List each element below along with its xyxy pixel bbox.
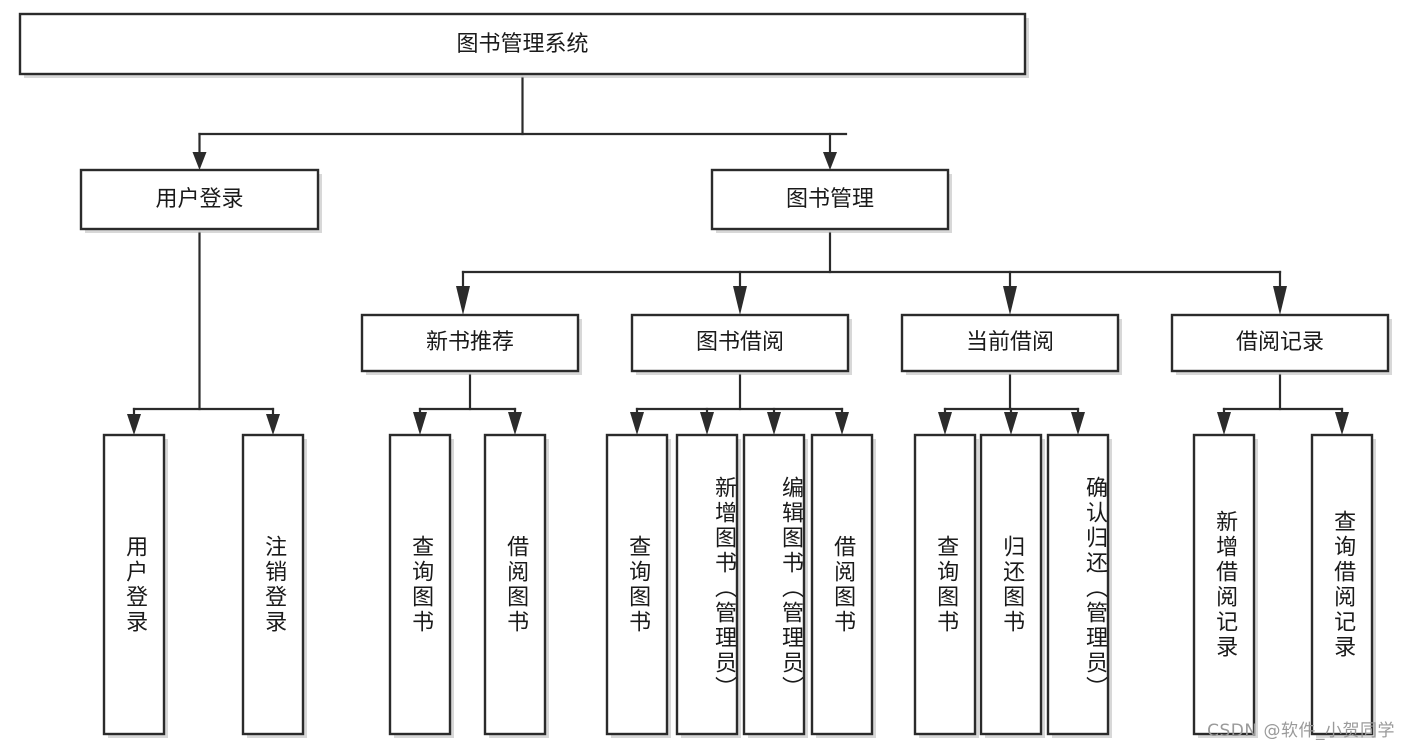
node-leaf-query-record-box	[1310, 433, 1374, 736]
node-leaf-confirm-return[interactable]: 确认归还（管理员）	[1046, 433, 1112, 738]
node-borrow-record-box	[1170, 313, 1390, 373]
node-user-login[interactable]: 用户登录	[79, 168, 322, 233]
arrow-current-borrow-icon	[1003, 286, 1017, 315]
node-leaf-add-book[interactable]: 新增图书（管理员）	[675, 433, 741, 738]
arrow-leaf-query-book-2-icon	[630, 412, 644, 435]
node-leaf-add-book-box	[675, 433, 739, 736]
node-borrow-record[interactable]: 借阅记录	[1170, 313, 1392, 375]
node-book-manage-label: 图书管理	[786, 187, 874, 212]
node-leaf-edit-book-label-wrap: 编辑图书（管理员）	[778, 476, 803, 701]
arrow-leaf-query-book-3-icon	[938, 412, 952, 435]
node-leaf-edit-book[interactable]: 编辑图书（管理员）	[742, 433, 808, 738]
node-leaf-borrow-book-2-label: 借阅图书	[830, 534, 856, 635]
node-book-manage-box	[710, 168, 950, 231]
node-leaf-add-record-label: 新增借阅记录	[1212, 509, 1238, 660]
arrow-leaf-user-login-icon	[127, 414, 141, 435]
arrow-leaf-confirm-return-icon	[1071, 412, 1085, 435]
node-leaf-query-book-3-label-wrap: 查询图书	[933, 534, 959, 635]
node-leaf-add-record-label-wrap: 新增借阅记录	[1212, 509, 1238, 660]
node-current-borrow-box	[900, 313, 1120, 373]
arrow-leaf-query-record-icon	[1335, 412, 1349, 435]
arrow-leaf-add-book-icon	[700, 412, 714, 435]
node-leaf-return-book-label: 归还图书	[999, 534, 1025, 635]
node-leaf-query-book-3-box	[913, 433, 977, 736]
node-leaf-user-logout-label: 注销登录	[261, 534, 287, 635]
node-leaf-return-book-label-wrap: 归还图书	[999, 534, 1025, 635]
node-root-label: 图书管理系统	[456, 32, 588, 57]
node-leaf-borrow-book-2-box	[810, 433, 874, 736]
node-leaf-user-login-label: 用户登录	[122, 534, 148, 635]
node-leaf-query-book-1-label: 查询图书	[408, 534, 434, 635]
node-leaf-query-book-1[interactable]: 查询图书	[388, 433, 454, 738]
node-borrow-record-label: 借阅记录	[1236, 330, 1324, 355]
node-leaf-edit-book-box	[742, 433, 806, 736]
arrow-leaf-edit-book-icon	[767, 412, 781, 435]
node-book-borrow-box	[630, 313, 850, 373]
node-user-login-box	[79, 168, 320, 231]
arrow-leaf-borrow-book-2-icon	[835, 412, 849, 435]
node-leaf-add-book-label: 新增图书（管理员）	[711, 476, 736, 701]
arrow-user-login-icon	[192, 152, 207, 170]
node-new-book-recommend-box	[360, 313, 580, 373]
node-leaf-user-login-box	[102, 433, 166, 736]
node-leaf-query-record-label: 查询借阅记录	[1330, 509, 1356, 660]
node-leaf-user-logout[interactable]: 注销登录	[241, 433, 307, 738]
arrow-leaf-user-logout-icon	[266, 414, 280, 435]
node-leaf-confirm-return-box	[1046, 433, 1110, 736]
node-book-manage[interactable]: 图书管理	[710, 168, 952, 233]
node-leaf-query-book-3-label: 查询图书	[933, 534, 959, 635]
arrow-leaf-add-record-icon	[1217, 412, 1231, 435]
arrow-book-borrow-icon	[733, 286, 747, 315]
node-leaf-query-book-2-box	[605, 433, 669, 736]
node-leaf-confirm-return-label: 确认归还（管理员）	[1082, 476, 1107, 701]
node-leaf-borrow-book-1-label: 借阅图书	[503, 534, 529, 635]
arrow-book-manage-icon	[823, 152, 837, 170]
node-leaf-user-login[interactable]: 用户登录	[102, 433, 168, 738]
node-book-borrow[interactable]: 图书借阅	[630, 313, 852, 375]
node-leaf-user-logout-label-wrap: 注销登录	[261, 534, 287, 635]
node-leaf-query-record-label-wrap: 查询借阅记录	[1330, 509, 1356, 660]
node-user-login-label: 用户登录	[155, 187, 243, 212]
node-leaf-borrow-book-2-label-wrap: 借阅图书	[830, 534, 856, 635]
arrow-leaf-query-book-1-icon	[413, 412, 427, 435]
node-current-borrow-label: 当前借阅	[966, 330, 1054, 355]
node-leaf-add-record-box	[1192, 433, 1256, 736]
node-leaf-query-book-2-label: 查询图书	[625, 534, 651, 635]
node-leaf-return-book[interactable]: 归还图书	[979, 433, 1045, 738]
node-leaf-add-record[interactable]: 新增借阅记录	[1192, 433, 1258, 738]
node-leaf-confirm-return-label-wrap: 确认归还（管理员）	[1082, 476, 1107, 701]
node-new-book-recommend-label: 新书推荐	[426, 330, 514, 355]
node-leaf-add-book-label-wrap: 新增图书（管理员）	[711, 476, 736, 701]
node-leaf-query-book-3[interactable]: 查询图书	[913, 433, 979, 738]
node-book-borrow-label: 图书借阅	[696, 330, 784, 355]
node-root-box	[18, 12, 1027, 76]
node-leaf-query-book-1-label-wrap: 查询图书	[408, 534, 434, 635]
node-leaf-borrow-book-1[interactable]: 借阅图书	[483, 433, 549, 738]
arrow-borrow-record-icon	[1273, 286, 1287, 315]
node-leaf-query-record[interactable]: 查询借阅记录	[1310, 433, 1376, 738]
node-leaf-query-book-1-box	[388, 433, 452, 736]
node-leaf-query-book-2-label-wrap: 查询图书	[625, 534, 651, 635]
node-leaf-edit-book-label: 编辑图书（管理员）	[778, 476, 803, 701]
node-new-book-recommend[interactable]: 新书推荐	[360, 313, 582, 375]
edge-layer	[127, 76, 1349, 435]
arrow-new-book-icon	[456, 286, 470, 315]
csdn-watermark: CSDN @软件_小贺同学	[1207, 721, 1395, 741]
arrow-leaf-borrow-book-1-icon	[508, 412, 522, 435]
node-leaf-user-login-label-wrap: 用户登录	[122, 534, 148, 635]
node-current-borrow[interactable]: 当前借阅	[900, 313, 1122, 375]
node-root[interactable]: 图书管理系统	[18, 12, 1029, 78]
node-leaf-borrow-book-2[interactable]: 借阅图书	[810, 433, 876, 738]
node-leaf-return-book-box	[979, 433, 1043, 736]
node-leaf-user-logout-box	[241, 433, 305, 736]
node-leaf-borrow-book-1-label-wrap: 借阅图书	[503, 534, 529, 635]
node-leaf-borrow-book-1-box	[483, 433, 547, 736]
node-leaf-query-book-2[interactable]: 查询图书	[605, 433, 671, 738]
arrow-leaf-return-book-icon	[1004, 412, 1018, 435]
